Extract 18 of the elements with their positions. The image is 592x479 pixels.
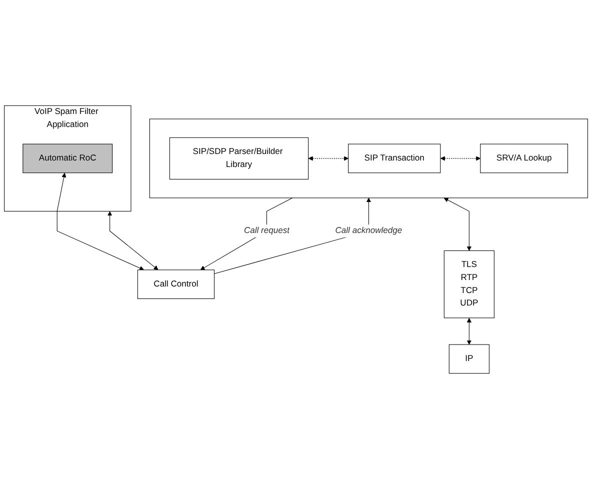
node-box: Call Control bbox=[137, 270, 215, 299]
node-box: SIP/SDP Parser/Builder Library bbox=[169, 137, 309, 180]
arrow bbox=[214, 198, 372, 274]
node-box: SRV/A Lookup bbox=[480, 144, 568, 174]
node-box: TLS RTP TCP UDP bbox=[444, 250, 494, 318]
edge-label: Call request bbox=[244, 226, 290, 236]
arrow bbox=[200, 198, 293, 270]
arrow bbox=[107, 211, 158, 270]
arrow bbox=[308, 156, 349, 161]
arrow bbox=[466, 318, 472, 345]
node-box: IP bbox=[448, 344, 490, 374]
arrow bbox=[56, 172, 144, 270]
cluster bbox=[149, 118, 588, 198]
arrow bbox=[440, 156, 481, 161]
arrow bbox=[444, 198, 472, 251]
edge-label: Call acknowledge bbox=[335, 226, 402, 236]
node-box: Automatic RoC bbox=[22, 144, 113, 174]
node-box: SIP Transaction bbox=[348, 144, 441, 174]
